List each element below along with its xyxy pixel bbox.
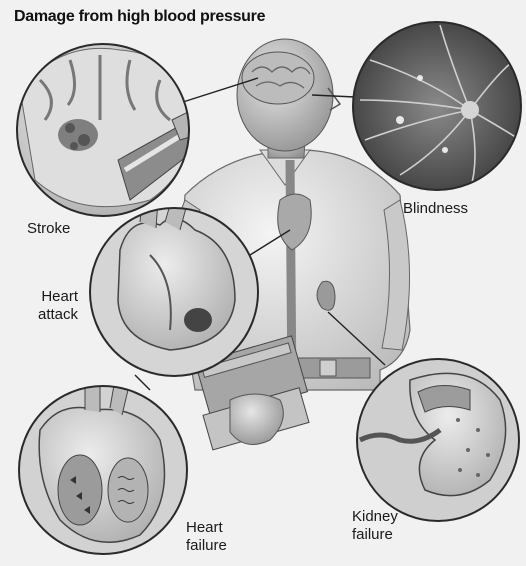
label-blindness: Blindness (403, 200, 468, 218)
label-heart-attack-line1: Heart (38, 288, 78, 306)
stroke-inset (17, 44, 200, 216)
label-heart-attack-line2: attack (38, 306, 78, 324)
kidney-failure-inset (357, 359, 519, 521)
label-heart-failure: Heart failure (186, 519, 227, 555)
heart-failure-inset (19, 380, 187, 554)
label-kidney-failure-line2: failure (352, 526, 398, 544)
label-stroke-text: Stroke (27, 220, 70, 238)
label-heart-failure-line2: failure (186, 537, 227, 555)
diagram-title: Damage from high blood pressure (14, 8, 265, 26)
label-blindness-text: Blindness (403, 200, 468, 218)
label-heart-attack: Heart attack (38, 288, 78, 324)
label-stroke: Stroke (27, 220, 70, 238)
label-kidney-failure: Kidney failure (352, 508, 398, 544)
label-kidney-failure-line1: Kidney (352, 508, 398, 526)
label-heart-failure-line1: Heart (186, 519, 227, 537)
blindness-inset (353, 22, 521, 190)
